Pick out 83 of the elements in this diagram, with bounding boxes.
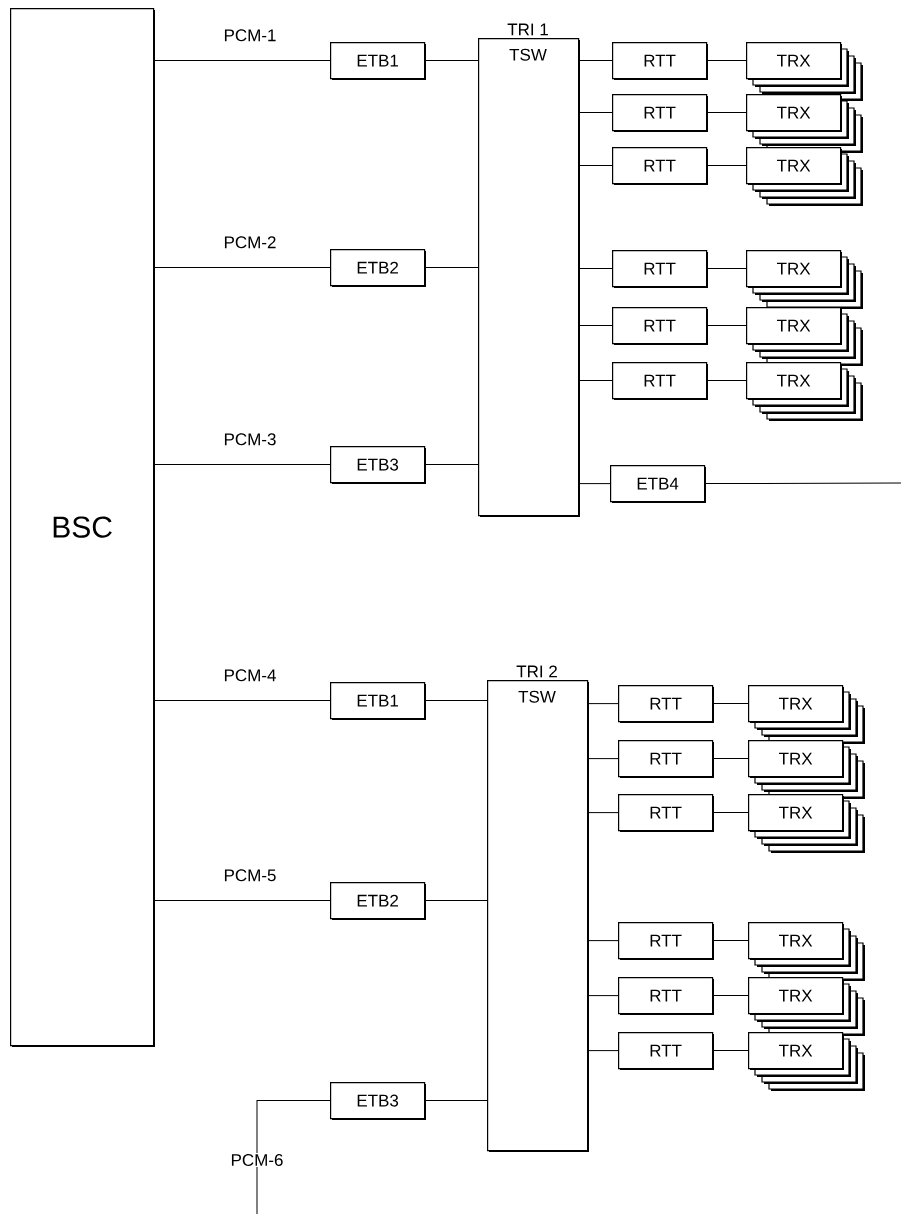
switch-box: TRI 2 TSW bbox=[487, 665, 589, 1152]
connector-line bbox=[587, 995, 619, 997]
connector-line bbox=[712, 812, 749, 814]
transceiver-stack: TRX bbox=[748, 922, 865, 981]
switch-box: TRI 1 TSW bbox=[478, 23, 580, 517]
process-box: ETB4 bbox=[610, 465, 706, 503]
connector-line bbox=[712, 940, 749, 942]
process-box: ETB3 bbox=[330, 446, 426, 484]
process-box: RTT bbox=[612, 362, 708, 400]
connector-line bbox=[706, 268, 747, 270]
edge-label: PCM-6 bbox=[229, 1153, 285, 1167]
process-box: RTT bbox=[612, 42, 708, 80]
transceiver-stack: TRX bbox=[748, 685, 865, 744]
transceiver-stack: TRX bbox=[746, 250, 863, 309]
connector-line bbox=[153, 900, 331, 902]
node-label: TRX bbox=[778, 934, 813, 947]
connector-line bbox=[153, 60, 331, 62]
connector-line bbox=[578, 325, 613, 327]
process-box: RTT bbox=[618, 1032, 714, 1070]
transceiver-stack: TRX bbox=[748, 977, 865, 1036]
connector-line bbox=[578, 60, 613, 62]
connector-line bbox=[706, 165, 747, 167]
connector-line bbox=[712, 995, 749, 997]
process-box: RTT bbox=[618, 922, 714, 960]
edge-label: PCM-2 bbox=[222, 235, 278, 250]
transceiver-stack: TRX bbox=[748, 794, 865, 853]
transceiver-stack: TRX bbox=[748, 1032, 865, 1091]
transceiver-stack: TRX bbox=[746, 362, 863, 421]
connector-line bbox=[587, 1050, 619, 1052]
process-box: RTT bbox=[612, 94, 708, 132]
process-box: ETB3 bbox=[330, 1082, 426, 1120]
connector-line bbox=[587, 758, 619, 760]
connector-line bbox=[153, 700, 331, 702]
process-box: ETB2 bbox=[330, 882, 426, 920]
connector-line bbox=[256, 1100, 331, 1214]
connector-line bbox=[587, 812, 619, 814]
edge-label: PCM-4 bbox=[222, 668, 278, 683]
connector-line bbox=[706, 380, 747, 382]
connector-line bbox=[706, 60, 747, 62]
process-box: ETB1 bbox=[330, 682, 426, 720]
connector-line bbox=[587, 703, 619, 705]
connector-line bbox=[706, 325, 747, 327]
connector-line bbox=[424, 700, 488, 702]
connector-line bbox=[578, 165, 613, 167]
node-label: TRI 2 bbox=[516, 665, 557, 678]
connector-line bbox=[704, 482, 901, 485]
process-box: ETB2 bbox=[330, 249, 426, 287]
process-box: RTT bbox=[618, 685, 714, 723]
transceiver-stack: TRX bbox=[748, 740, 865, 799]
node-label: TRX bbox=[776, 319, 811, 332]
connector-line bbox=[712, 703, 749, 705]
process-box: RTT bbox=[618, 977, 714, 1015]
process-box: RTT bbox=[618, 740, 714, 778]
node-label: TRX bbox=[778, 1044, 813, 1057]
connector-line bbox=[587, 940, 619, 942]
connector-line bbox=[424, 267, 479, 269]
connector-line bbox=[578, 483, 611, 485]
transceiver-stack: TRX bbox=[746, 94, 863, 153]
connector-line bbox=[578, 112, 613, 114]
connector-line bbox=[578, 380, 613, 382]
connector-line bbox=[153, 267, 331, 269]
process-box: RTT bbox=[612, 250, 708, 288]
edge-label: PCM-3 bbox=[222, 432, 278, 447]
connector-line bbox=[424, 60, 479, 62]
connector-line bbox=[424, 1100, 488, 1102]
node-label: TRX bbox=[778, 806, 813, 819]
process-box: RTT bbox=[612, 307, 708, 345]
controller-box: BSC bbox=[10, 8, 155, 1047]
connector-line bbox=[424, 464, 479, 466]
connector-line bbox=[424, 900, 488, 902]
node-label: TRI 1 bbox=[507, 23, 548, 36]
transceiver-stack: TRX bbox=[746, 307, 863, 366]
process-box: ETB1 bbox=[330, 42, 426, 80]
connector-line bbox=[712, 758, 749, 760]
transceiver-stack: TRX bbox=[746, 147, 863, 206]
process-box: RTT bbox=[612, 147, 708, 185]
connector-line bbox=[712, 1050, 749, 1052]
edge-label: PCM-1 bbox=[222, 28, 278, 43]
edge-label: PCM-5 bbox=[222, 868, 278, 883]
connector-line bbox=[706, 112, 747, 114]
connector-line bbox=[153, 464, 331, 466]
process-box: RTT bbox=[618, 794, 714, 832]
connector-line bbox=[578, 268, 613, 270]
